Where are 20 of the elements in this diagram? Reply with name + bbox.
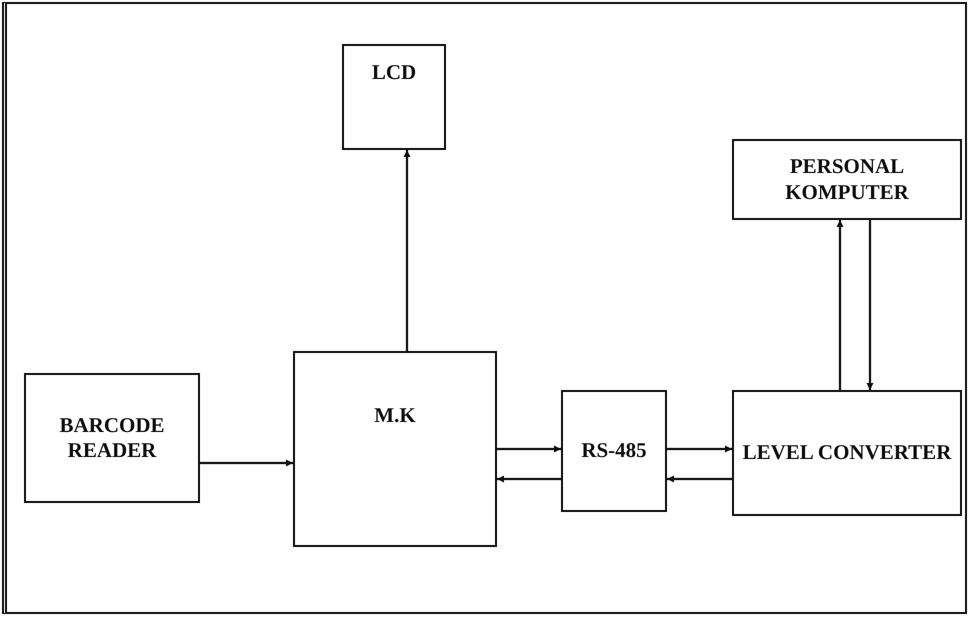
arrow <box>497 446 561 452</box>
block-label: PERSONAL KOMPUTER <box>784 154 910 205</box>
block-box <box>732 390 962 516</box>
arrow <box>667 476 732 482</box>
block-box <box>342 44 446 150</box>
block-label: LCD <box>372 60 416 86</box>
arrow <box>497 476 561 482</box>
block-box <box>293 351 497 547</box>
block-label: BARCODE READER <box>58 412 166 464</box>
arrow <box>200 460 293 466</box>
block-label: RS-485 <box>581 438 647 464</box>
block-box <box>561 390 667 512</box>
block-label: LEVEL CONVERTER <box>742 440 952 466</box>
block-label: M.K <box>374 403 416 428</box>
arrow <box>667 446 732 452</box>
arrow <box>836 220 844 390</box>
arrow <box>404 150 410 351</box>
block-box <box>732 139 962 220</box>
block-box <box>24 373 200 503</box>
arrow <box>866 220 874 390</box>
